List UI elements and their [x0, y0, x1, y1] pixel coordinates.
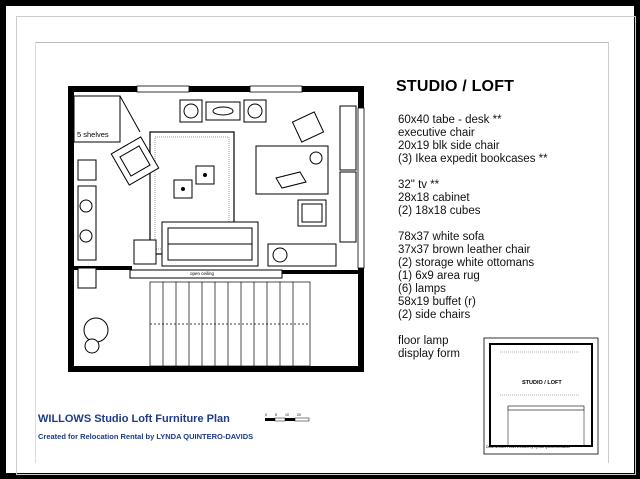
legend-line: 60x40 tabe - desk ** [398, 114, 502, 126]
sofa [161, 221, 259, 267]
legend-line: 58x19 buffet (r) [398, 296, 476, 308]
right-windows [357, 107, 365, 269]
legend-line: 28x18 cabinet [398, 192, 470, 204]
scale-tick: 20 [297, 413, 301, 417]
ottomans [173, 165, 215, 199]
legend-line: 78x37 white sofa [398, 231, 485, 243]
legend-line: (2) side chairs [398, 309, 471, 321]
tv-cabinet [267, 243, 337, 267]
legend-line: (3) Ikea expedit bookcases ** [398, 153, 548, 165]
side-tables [133, 99, 267, 265]
legend-line: 20x19 blk side chair [398, 140, 500, 152]
leather-chair [110, 136, 160, 186]
scale-bar: 0 5 10 20 [265, 413, 310, 422]
desk [255, 145, 329, 195]
scale-tick: 5 [275, 413, 277, 417]
legend-line: executive chair [398, 127, 475, 139]
legend-line: 32" tv ** [398, 179, 440, 191]
buffet [77, 159, 97, 289]
footer-credit: Created for Relocation Rental by LYNDA Q… [38, 432, 254, 441]
legend-line: 37x37 brown leather chair [398, 244, 531, 256]
scale-tick: 10 [285, 413, 289, 417]
plan-title: STUDIO / LOFT [396, 78, 515, 95]
shelves-label: 5 shelves [77, 130, 109, 139]
legend-line: display form [398, 348, 460, 360]
thumbnail-title: STUDIO / LOFT [522, 380, 562, 386]
open-ceiling-label: open ceiling [190, 271, 215, 276]
loft-partition [74, 266, 358, 279]
floor-lamp [83, 317, 109, 354]
sheet-border [16, 16, 636, 475]
footer-title: WILLOWS Studio Loft Furniture Plan [38, 413, 230, 425]
scale-tick: 0 [265, 413, 267, 417]
shelves-unit [73, 95, 141, 143]
thumbnail-note: DIMENSION PLAN created by Lynda Quintero… [486, 445, 570, 449]
thumbnail-plan [483, 337, 599, 455]
top-windows [136, 85, 303, 93]
legend-line: (2) 18x18 cubes [398, 205, 481, 217]
legend-line: (6) lamps [398, 283, 446, 295]
legend-line: (2) storage white ottomans [398, 257, 535, 269]
bookcases [339, 105, 357, 243]
desk-chairs [291, 111, 327, 227]
stair-block [149, 281, 311, 367]
legend-line: (1) 6x9 area rug [398, 270, 480, 282]
legend-line: floor lamp [398, 335, 449, 347]
paper-sheet [35, 42, 609, 463]
